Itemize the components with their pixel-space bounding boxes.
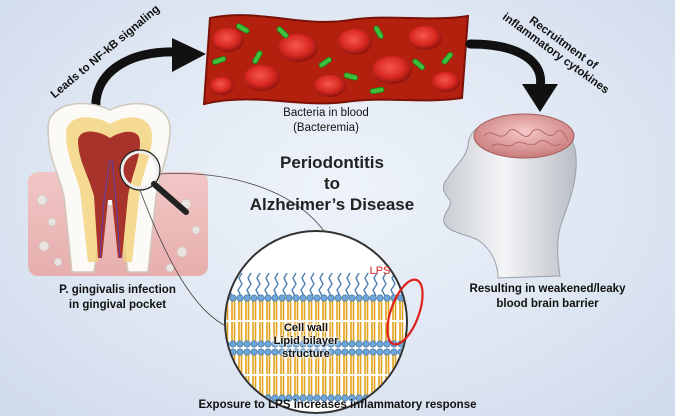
bacteria-line-1: Bacteria in blood bbox=[283, 107, 369, 119]
infection-line-1: P. gingivalis infection bbox=[59, 284, 176, 296]
bacteria-line-2: (Bacteremia) bbox=[293, 122, 359, 134]
human-head-illustration bbox=[443, 113, 577, 279]
lipid-bilayer-illustration bbox=[224, 230, 424, 414]
cellwall-label: Cell wall Lipid bilayer structure bbox=[246, 322, 366, 361]
title-line-2: to bbox=[323, 174, 341, 193]
infection-line-2: in gingival pocket bbox=[68, 299, 167, 311]
diagram-title: Periodontitis to Alzheimer’s Disease bbox=[222, 152, 442, 215]
lps-label: LPS bbox=[369, 265, 391, 277]
magnifier-icon bbox=[151, 181, 189, 215]
tooth-illustration bbox=[28, 102, 208, 276]
infection-label: P. gingivalis infection in gingival pock… bbox=[20, 283, 215, 313]
arrow-icon bbox=[91, 47, 183, 117]
cellwall-line-1: Cell wall bbox=[283, 322, 329, 334]
arrow-icon bbox=[465, 39, 546, 93]
arrow-icon bbox=[522, 84, 558, 112]
lps-marker bbox=[386, 278, 424, 346]
barrier-label: Resulting in weakened/leaky blood brain … bbox=[440, 282, 655, 312]
blood-vessel-illustration bbox=[202, 14, 470, 106]
bacteria-label: Bacteria in blood (Bacteremia) bbox=[226, 106, 426, 136]
title-line-1: Periodontitis bbox=[280, 153, 384, 172]
barrier-line-1: Resulting in weakened/leaky bbox=[469, 283, 626, 295]
title-line-3: Alzheimer’s Disease bbox=[249, 195, 415, 214]
barrier-line-2: blood brain barrier bbox=[496, 298, 599, 310]
cellwall-line-2: Lipid bilayer bbox=[273, 335, 339, 347]
exposure-caption: Exposure to LPS increases inflammatory r… bbox=[198, 399, 477, 411]
cellwall-line-3: structure bbox=[282, 348, 330, 360]
arrow-icon bbox=[172, 38, 206, 72]
